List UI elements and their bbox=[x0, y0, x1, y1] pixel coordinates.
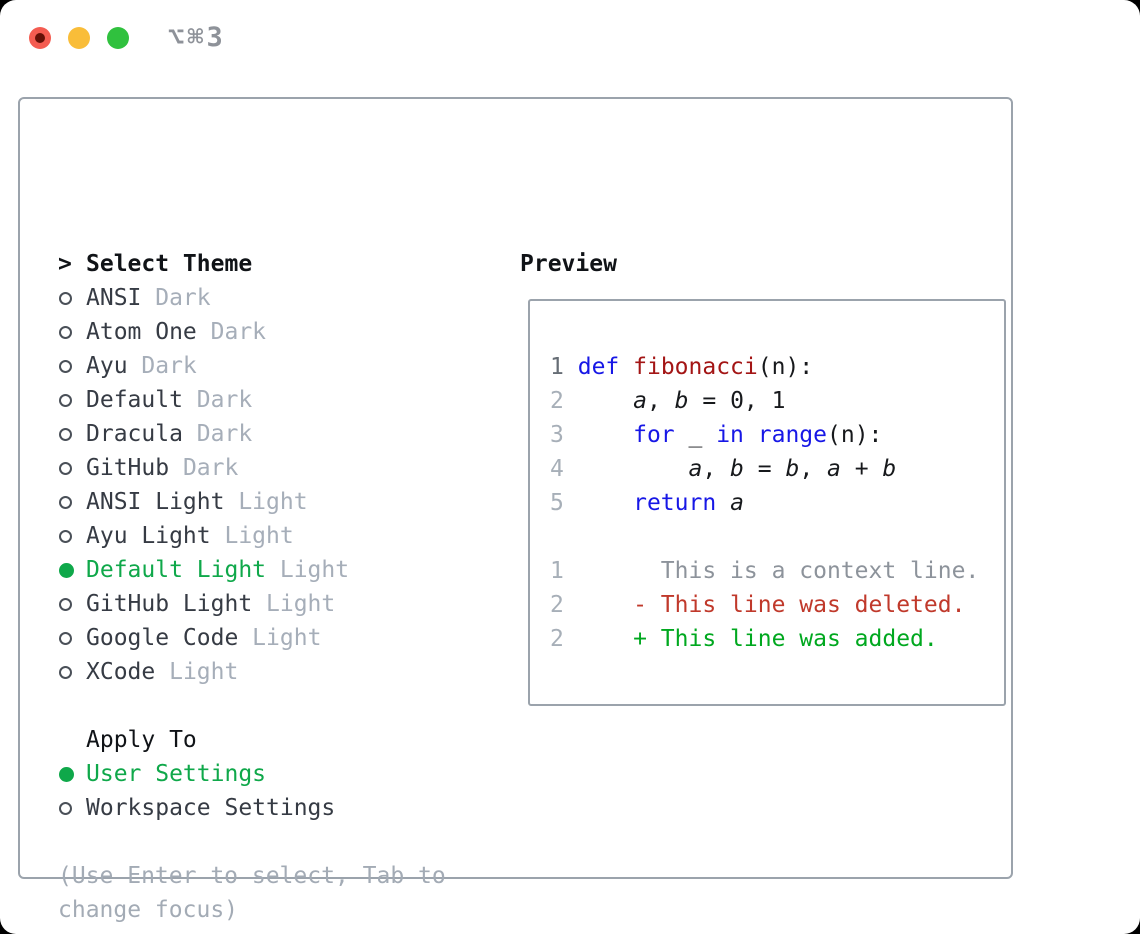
apply-to-header: Apply To bbox=[58, 723, 508, 757]
theme-variant-tag: Light bbox=[266, 557, 350, 583]
preview-box: 1 def fibonacci(n): 2 a, b = 0, 1 3 for _ … bbox=[528, 299, 1006, 706]
theme-option-label: Default Light bbox=[86, 557, 267, 583]
spacer bbox=[58, 825, 508, 859]
theme-option-ayu-light[interactable]: Ayu Light Light bbox=[58, 519, 508, 553]
theme-option-label: XCode bbox=[86, 659, 156, 685]
radio-icon bbox=[58, 427, 86, 441]
theme-variant-tag: Dark bbox=[196, 319, 267, 345]
theme-option-default[interactable]: Default Dark bbox=[58, 383, 508, 417]
theme-option-github[interactable]: GitHub Dark bbox=[58, 451, 508, 485]
code-line: 2 a, b = 0, 1 bbox=[550, 388, 786, 414]
theme-option-ansi-light[interactable]: ANSI Light Light bbox=[58, 485, 508, 519]
apply-option-label: User Settings bbox=[86, 761, 267, 787]
theme-option-dracula[interactable]: Dracula Dark bbox=[58, 417, 508, 451]
theme-option-ansi[interactable]: ANSI Dark bbox=[58, 281, 508, 315]
apply-option-user-settings[interactable]: User Settings bbox=[58, 757, 508, 791]
spacer bbox=[58, 689, 508, 723]
radio-icon bbox=[58, 359, 86, 373]
preview-title: Preview bbox=[520, 251, 617, 277]
theme-variant-tag: Light bbox=[238, 625, 322, 651]
theme-variant-tag: Light bbox=[155, 659, 239, 685]
theme-option-label: Dracula bbox=[86, 421, 183, 447]
theme-option-label: GitHub bbox=[86, 455, 170, 481]
theme-option-label: Default bbox=[86, 387, 183, 413]
theme-option-label: Ayu Light bbox=[86, 523, 211, 549]
focus-chevron-icon: > bbox=[58, 251, 72, 277]
theme-option-label: Ayu bbox=[86, 353, 128, 379]
theme-variant-tag: Dark bbox=[182, 387, 253, 413]
radio-icon bbox=[58, 291, 86, 305]
theme-option-label: GitHub Light bbox=[86, 591, 253, 617]
theme-variant-tag: Light bbox=[210, 523, 294, 549]
code-line: 1 This is a context line. bbox=[550, 558, 980, 584]
titlebar: ⌥⌘3 bbox=[0, 0, 1140, 76]
theme-variant-tag: Light bbox=[252, 591, 336, 617]
radio-icon bbox=[58, 801, 86, 815]
radio-selected-icon bbox=[58, 766, 86, 782]
code-line: 5 return a bbox=[550, 490, 744, 516]
code-line: 2 - This line was deleted. bbox=[550, 592, 966, 618]
theme-variant-tag: Light bbox=[224, 489, 308, 515]
code-line bbox=[550, 520, 979, 554]
radio-icon bbox=[58, 529, 86, 543]
modified-dot-icon bbox=[35, 33, 45, 43]
theme-option-label: ANSI Light bbox=[86, 489, 225, 515]
traffic-lights bbox=[29, 27, 129, 49]
theme-option-github-light[interactable]: GitHub Light Light bbox=[58, 587, 508, 621]
select-theme-header-label: Select Theme bbox=[86, 251, 253, 277]
apply-option-label: Workspace Settings bbox=[86, 795, 336, 821]
radio-icon bbox=[58, 631, 86, 645]
code-line: 4 a, b = b, a + b bbox=[550, 456, 897, 482]
radio-icon bbox=[58, 325, 86, 339]
theme-option-label: Atom One bbox=[86, 319, 197, 345]
select-theme-header: > Select Theme bbox=[58, 247, 508, 281]
hint-text: (Use Enter to select, Tab to bbox=[58, 863, 446, 889]
minimize-button-icon[interactable] bbox=[68, 27, 90, 49]
theme-option-xcode[interactable]: XCode Light bbox=[58, 655, 508, 689]
zoom-button-icon[interactable] bbox=[107, 27, 129, 49]
radio-icon bbox=[58, 461, 86, 475]
theme-option-google-code[interactable]: Google Code Light bbox=[58, 621, 508, 655]
code-line: 3 for _ in range(n): bbox=[550, 422, 883, 448]
theme-option-atom-one[interactable]: Atom One Dark bbox=[58, 315, 508, 349]
hint-text: change focus) bbox=[58, 897, 239, 923]
radio-selected-icon bbox=[58, 562, 86, 578]
code-preview: 1 def fibonacci(n): 2 a, b = 0, 1 3 for _ … bbox=[550, 350, 979, 656]
radio-icon bbox=[58, 597, 86, 611]
close-button-icon[interactable] bbox=[29, 27, 51, 49]
theme-option-label: ANSI bbox=[86, 285, 142, 311]
theme-variant-tag: Dark bbox=[127, 353, 197, 379]
apply-to-header-label: Apply To bbox=[86, 727, 197, 753]
theme-option-default-light[interactable]: Default Light Light bbox=[58, 553, 508, 587]
theme-variant-tag: Dark bbox=[169, 455, 239, 481]
apply-option-workspace-settings[interactable]: Workspace Settings bbox=[58, 791, 508, 825]
code-line: 1 def fibonacci(n): bbox=[550, 354, 814, 380]
theme-option-label: Google Code bbox=[86, 625, 239, 651]
code-line: 2 + This line was added. bbox=[550, 626, 938, 652]
window-shortcut-label: ⌥⌘3 bbox=[168, 22, 226, 53]
radio-icon bbox=[58, 495, 86, 509]
theme-variant-tag: Dark bbox=[141, 285, 211, 311]
radio-icon bbox=[58, 393, 86, 407]
theme-option-ayu[interactable]: Ayu Dark bbox=[58, 349, 508, 383]
radio-icon bbox=[58, 665, 86, 679]
theme-variant-tag: Dark bbox=[182, 421, 253, 447]
